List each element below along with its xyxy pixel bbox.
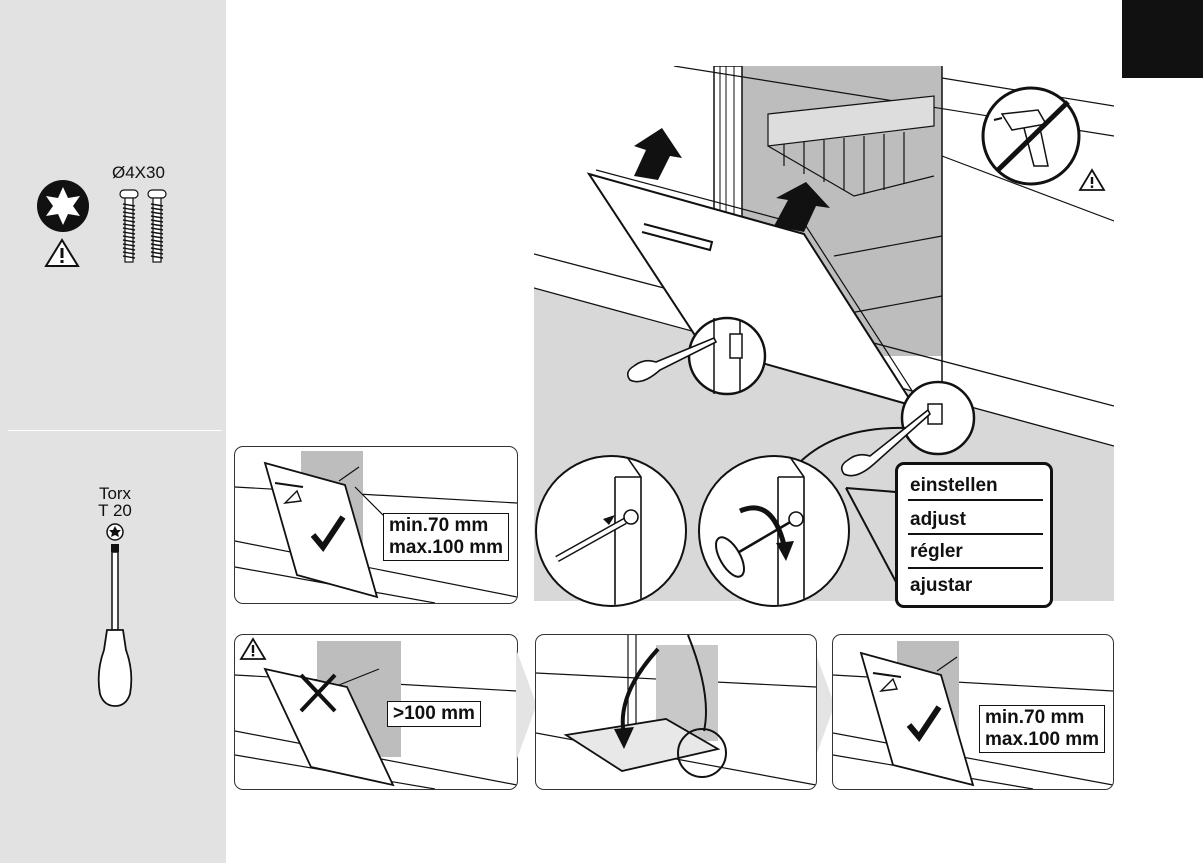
screw-turn-detail <box>698 455 850 607</box>
callout-item-fr: régler <box>910 541 963 563</box>
callout-divider <box>908 533 1043 535</box>
wrong-gap-panel: >100 mm <box>234 634 518 790</box>
screw-insert-detail <box>535 455 687 607</box>
gap-max-text: max.100 mm <box>389 537 503 559</box>
torx-size-text: T 20 <box>80 502 150 519</box>
screw-spec-label: Ø4X30 <box>112 163 165 183</box>
correct-gap-label: min.70 mm max.100 mm <box>383 513 509 561</box>
screws-icon <box>116 188 170 264</box>
callout-divider <box>908 567 1043 569</box>
adjust-callout-box: einstellen adjust régler ajustar <box>895 462 1053 608</box>
torx-label-text: Torx <box>80 485 150 502</box>
callout-item-en: adjust <box>910 509 966 531</box>
callout-item-es: ajustar <box>910 575 972 597</box>
gap-max-text: max.100 mm <box>985 729 1099 751</box>
final-gap-panel: min.70 mm max.100 mm <box>832 634 1114 790</box>
door-open-panel <box>535 634 817 790</box>
callout-divider <box>908 499 1043 501</box>
gap-min-text: min.70 mm <box>985 707 1099 729</box>
final-gap-label: min.70 mm max.100 mm <box>979 705 1105 753</box>
callout-item-de: einstellen <box>910 475 998 497</box>
torx-star-icon <box>35 178 91 234</box>
wrong-gap-label: >100 mm <box>387 701 481 727</box>
warning-triangle-icon <box>44 238 80 268</box>
gap-min-text: min.70 mm <box>389 515 503 537</box>
correct-gap-panel: min.70 mm max.100 mm <box>234 446 518 604</box>
torx-label: Torx T 20 <box>80 485 150 519</box>
tools-sidebar: Ø4X30 Torx T 20 <box>0 0 226 863</box>
chapter-tab-marker <box>1122 0 1203 78</box>
sidebar-divider <box>8 430 222 431</box>
screwdriver-icon <box>94 522 136 708</box>
